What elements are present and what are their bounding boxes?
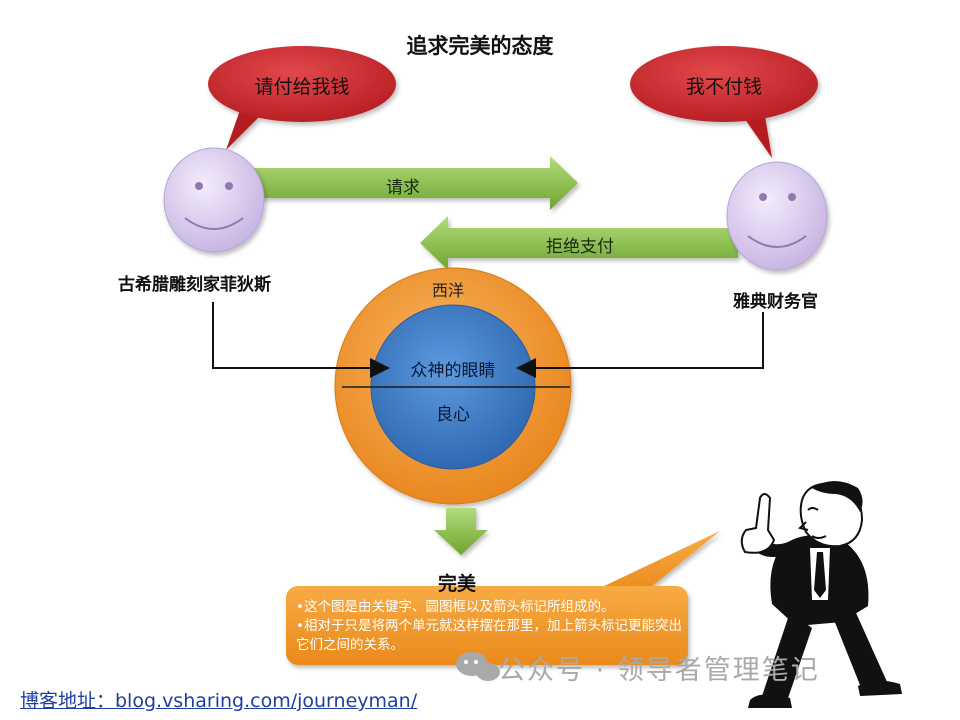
right-speech-bubble — [630, 46, 818, 158]
blog-link[interactable]: 博客地址：blog.vsharing.com/journeyman/ — [20, 690, 418, 712]
notes-callout — [286, 531, 720, 665]
result-label: 完美 — [438, 573, 477, 595]
outer-ring-label: 西洋 — [432, 281, 465, 300]
request-arrow-label: 请求 — [386, 178, 420, 198]
smiley-face-icon — [726, 161, 828, 271]
left-speech-bubble — [208, 46, 396, 150]
pointing-man-illustration — [740, 481, 902, 708]
left-person-label: 古希腊雕刻家菲狄斯 — [118, 275, 271, 295]
watermark-text: 公众号 · 领导者管理笔记 — [498, 655, 820, 686]
left-connector-arrow — [212, 302, 390, 378]
left-bubble-text: 请付给我钱 — [254, 76, 350, 98]
right-person-label: 雅典财务官 — [733, 292, 818, 312]
right-connector-arrow — [516, 312, 764, 378]
notes-text: •这个图是由关键字、圆图框以及箭头标记所组成的。 •相对于只是将两个单元就这样摆… — [296, 598, 691, 655]
refuse-arrow — [420, 216, 738, 270]
right-bubble-text: 我不付钱 — [685, 76, 762, 98]
note-line: •这个图是由关键字、圆图框以及箭头标记所组成的。 — [296, 599, 615, 615]
chat-bubble-icon — [456, 652, 500, 681]
refuse-arrow-label: 拒绝支付 — [546, 237, 614, 257]
down-arrow — [434, 508, 488, 555]
request-arrow — [250, 156, 578, 210]
smiley-face-icon — [163, 147, 265, 253]
core-bottom-label: 良心 — [436, 405, 470, 425]
page-title: 追求完美的态度 — [406, 34, 554, 58]
note-line: •相对于只是将两个单元就这样摆在那里，加上箭头标记更能突出它们之间的关系。 — [296, 618, 682, 653]
core-top-label: 众神的眼睛 — [410, 361, 496, 381]
